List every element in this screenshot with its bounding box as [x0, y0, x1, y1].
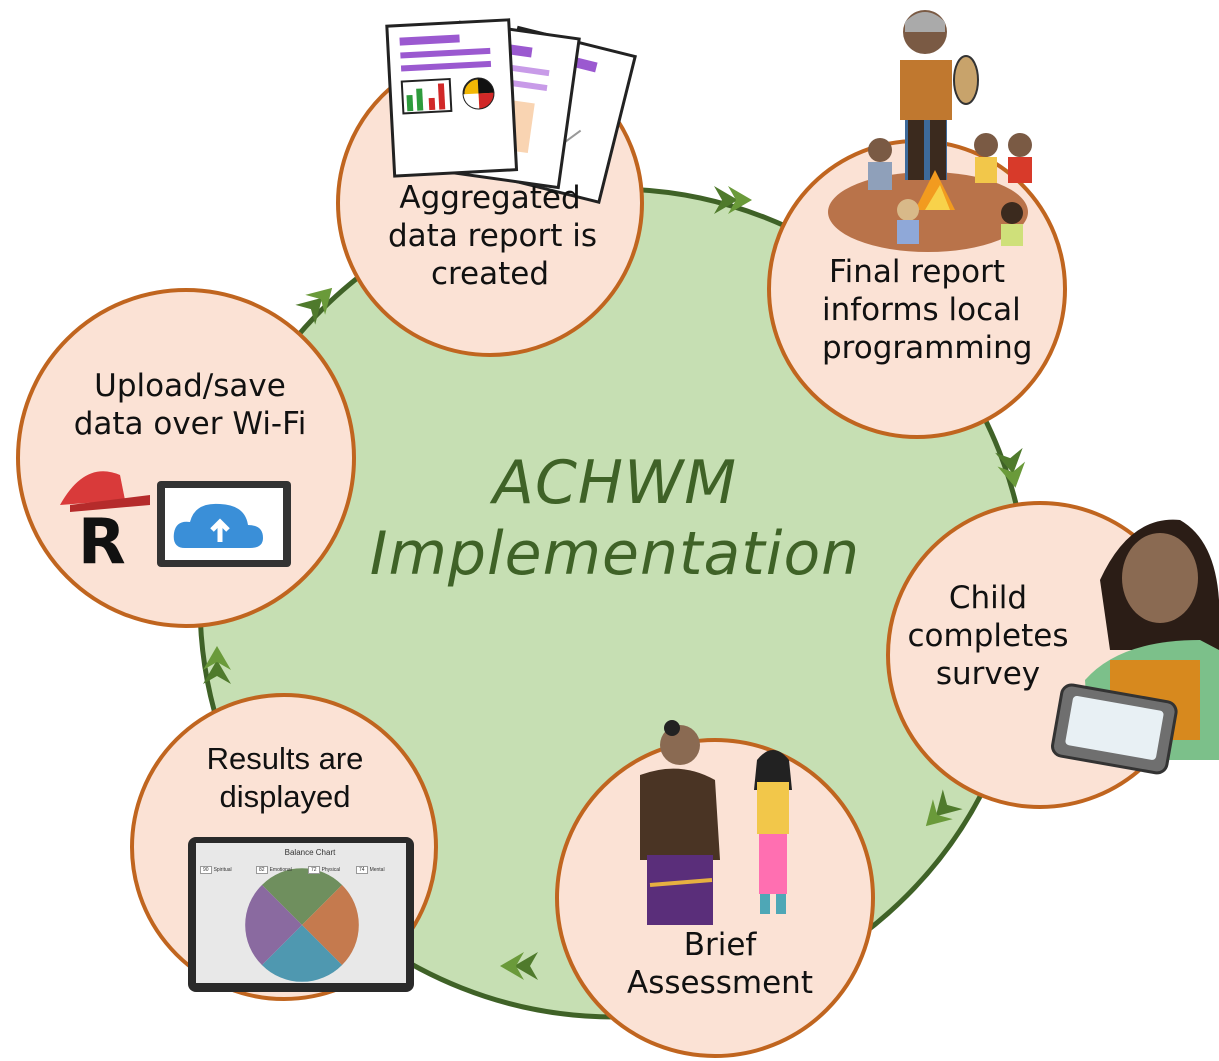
diagram-title-line: ACHWM: [492, 448, 738, 518]
diagram-title-line: Implementation: [369, 518, 861, 589]
arrow-icon: [995, 447, 1026, 488]
diagram-title: ACHWM Implementation: [320, 448, 910, 590]
adult-and-child-illustration: [640, 720, 792, 925]
r-cap-logo: R: [60, 471, 150, 578]
tablet-screen-title: Balance Chart: [284, 848, 336, 857]
arrow-icon: [295, 287, 333, 325]
arrow-icon: [500, 952, 538, 980]
cloud-upload-icon: [157, 481, 291, 567]
arrow-icon: [714, 186, 752, 214]
node-label-brief: Brief Assessment: [627, 927, 813, 1001]
tablet-balance-chart-illustration: [188, 837, 414, 992]
child-with-tablet-illustration: [1051, 519, 1219, 775]
node-label-upload: Upload/save data over Wi-Fi: [73, 368, 307, 442]
node-label-results: Results are displayed: [206, 741, 364, 814]
report-pages-illustration: [385, 18, 637, 204]
node-label-final: Final report informs local programming: [822, 254, 1033, 366]
svg-text:R: R: [78, 505, 126, 578]
node-label-child: Child completes survey: [907, 580, 1069, 692]
arrow-icon: [203, 646, 231, 684]
elder-storytelling-illustration: [828, 10, 1032, 252]
node-brief: [555, 738, 875, 1058]
cycle-arrows: [203, 186, 1026, 980]
arrow-icon: [925, 789, 963, 827]
node-label-aggregated: Aggregated data report is created: [388, 180, 597, 292]
node-upload: [16, 288, 356, 628]
